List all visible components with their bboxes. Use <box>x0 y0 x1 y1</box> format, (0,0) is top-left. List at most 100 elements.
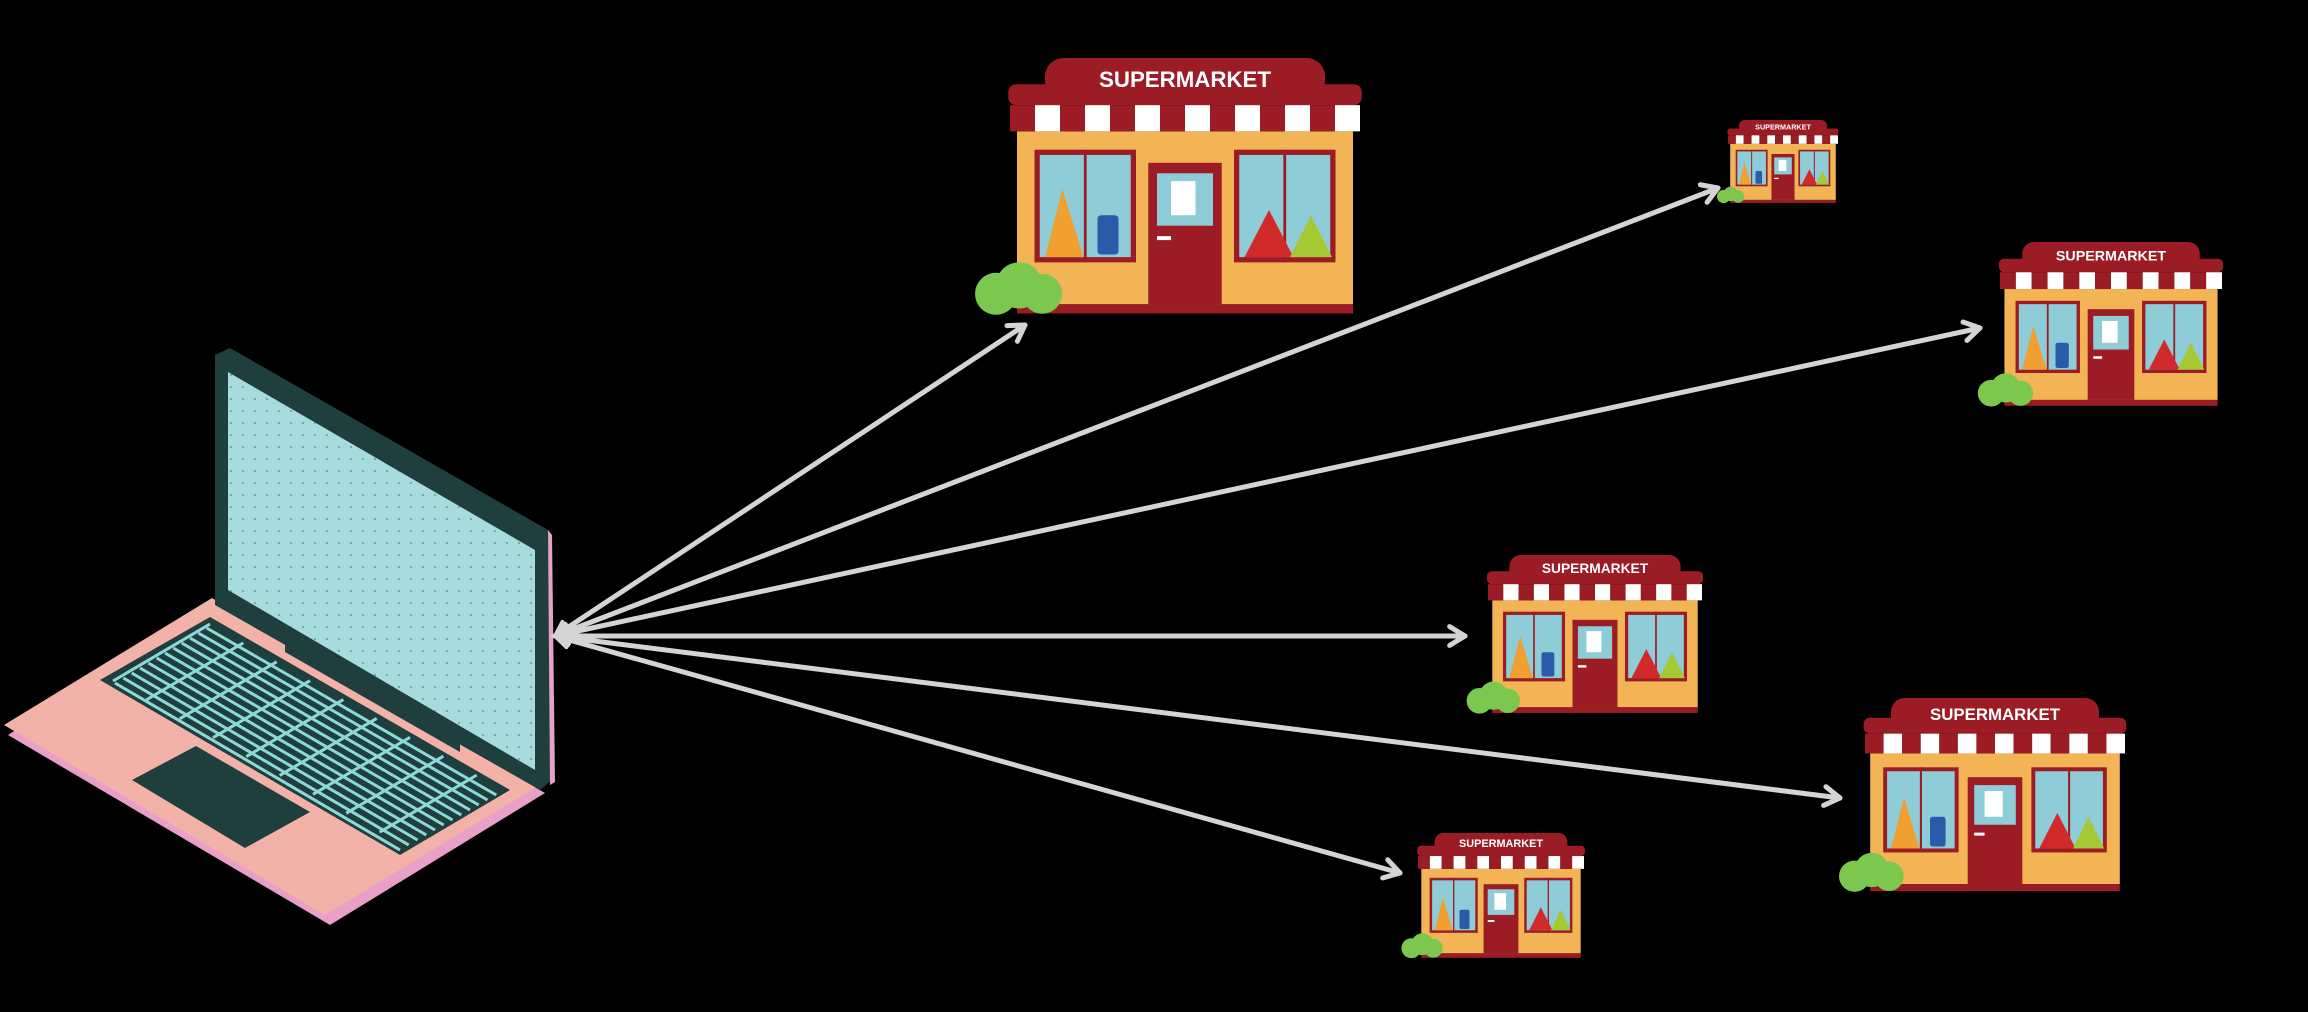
store-sign-text: SUPERMARKET <box>2056 248 2166 264</box>
awning-stripe <box>2032 733 2051 754</box>
awning-stripe <box>2174 272 2191 290</box>
awning-stripe <box>1503 584 1519 601</box>
awning-stripe <box>1512 856 1525 869</box>
awning-stripe <box>1728 135 1736 144</box>
awning-stripe <box>1957 733 1977 754</box>
awning-stripe <box>1865 733 1884 754</box>
store-group: SUPERMARKET SUPERMARKET SUPERMARKET SUPERMA… <box>975 58 2224 959</box>
awning-stripe <box>1743 135 1752 144</box>
awning-stripe <box>1735 135 1744 144</box>
awning-stripe <box>1579 584 1595 601</box>
awning-stripe <box>1310 105 1335 132</box>
awning-stripe <box>1533 584 1550 601</box>
awning-stripe <box>1883 733 1903 754</box>
awning-stripe <box>1465 856 1478 869</box>
supermarket-icon: SUPERMARKET <box>1401 833 1585 959</box>
awning-stripe <box>1536 856 1549 869</box>
awning-stripe <box>2206 272 2222 290</box>
connection-arrow <box>552 182 1721 639</box>
store-sign-text: SUPERMARKET <box>1542 561 1649 576</box>
awning-stripe <box>1902 733 1921 754</box>
connection-arrow <box>552 319 1983 639</box>
awning-stripe <box>1806 135 1815 144</box>
awning-stripe <box>1822 135 1831 144</box>
awning-stripe <box>2069 733 2088 754</box>
awning-stripe <box>1010 105 1035 132</box>
connection-arrows <box>550 182 1983 881</box>
awning-stripe <box>1775 135 1783 144</box>
awning-stripe <box>1939 733 1958 754</box>
awning-stripe <box>1976 733 1995 754</box>
bush-icon <box>1401 933 1443 959</box>
awning-stripe <box>1477 856 1490 869</box>
awning-stripe <box>1110 105 1135 132</box>
connection-arrow <box>552 624 1468 648</box>
awning-stripe <box>1453 856 1466 869</box>
awning-stripe <box>1656 584 1672 601</box>
awning-stripe <box>2015 272 2032 290</box>
awning-stripe <box>1085 105 1110 132</box>
awning-stripe <box>1560 856 1573 869</box>
bush-icon <box>1466 681 1520 714</box>
awning-stripe <box>1060 105 1085 132</box>
awning-stripe <box>1830 135 1838 144</box>
awning-stripe <box>1441 856 1454 869</box>
awning-stripe <box>1210 105 1235 132</box>
awning-stripe <box>1671 584 1687 601</box>
awning-stripe <box>2063 272 2080 290</box>
awning-stripe <box>1185 105 1210 132</box>
awning-stripe <box>1625 584 1641 601</box>
supermarket-icon: SUPERMARKET <box>1466 555 1704 714</box>
awning-stripe <box>1610 584 1626 601</box>
awning-stripe <box>2087 733 2107 754</box>
store-sign-text: SUPERMARKET <box>1459 838 1543 850</box>
awning-stripe <box>1160 105 1185 132</box>
arrow-origin-head <box>550 630 573 650</box>
awning-stripe <box>2111 272 2127 290</box>
awning-stripe <box>1548 856 1561 869</box>
store-sign-text: SUPERMARKET <box>1930 705 2061 724</box>
awning-stripe <box>1135 105 1160 132</box>
awning-stripe <box>1995 733 2014 754</box>
bush-icon <box>975 262 1063 315</box>
awning-stripe <box>1783 135 1791 144</box>
awning-stripe <box>1285 105 1310 132</box>
awning-stripe <box>2158 272 2175 290</box>
awning-stripe <box>1335 105 1360 132</box>
awning-stripe <box>1235 105 1260 132</box>
awning-stripe <box>1767 135 1776 144</box>
awning-stripe <box>1488 584 1504 601</box>
awning-stripe <box>1595 584 1611 601</box>
store-sign-text: SUPERMARKET <box>1755 122 1811 131</box>
store-sign-text: SUPERMARKET <box>1099 67 1271 92</box>
bush-icon <box>1839 852 1904 892</box>
awning-stripe <box>1524 856 1537 869</box>
awning-stripe <box>1572 856 1584 869</box>
awning-stripe <box>1751 135 1760 144</box>
supermarket-icon: SUPERMARKET <box>1977 242 2224 407</box>
bush-icon <box>1977 373 2034 407</box>
awning-stripe <box>1035 105 1060 132</box>
awning-stripe <box>1759 135 1768 144</box>
awning-stripe <box>2013 733 2033 754</box>
awning-stripe <box>2106 733 2125 754</box>
awning-stripe <box>2126 272 2143 290</box>
awning-stripe <box>2079 272 2096 290</box>
supermarket-icon: SUPERMARKET <box>1717 120 1839 204</box>
awning-stripe <box>2047 272 2064 290</box>
awning-stripe <box>1790 135 1799 144</box>
awning-stripe <box>1489 856 1501 869</box>
bush-icon <box>1717 186 1745 204</box>
awning-stripe <box>2050 733 2070 754</box>
awning-stripe <box>1549 584 1565 601</box>
awning-stripe <box>2031 272 2048 290</box>
awning-stripe <box>1518 584 1534 601</box>
awning-stripe <box>2142 272 2159 290</box>
awning-stripe <box>2000 272 2016 290</box>
supermarket-icon: SUPERMARKET <box>975 58 1362 315</box>
awning-stripe <box>2095 272 2111 290</box>
awning-stripe <box>1260 105 1285 132</box>
awning-stripe <box>2190 272 2207 290</box>
connection-arrow <box>552 322 1028 639</box>
